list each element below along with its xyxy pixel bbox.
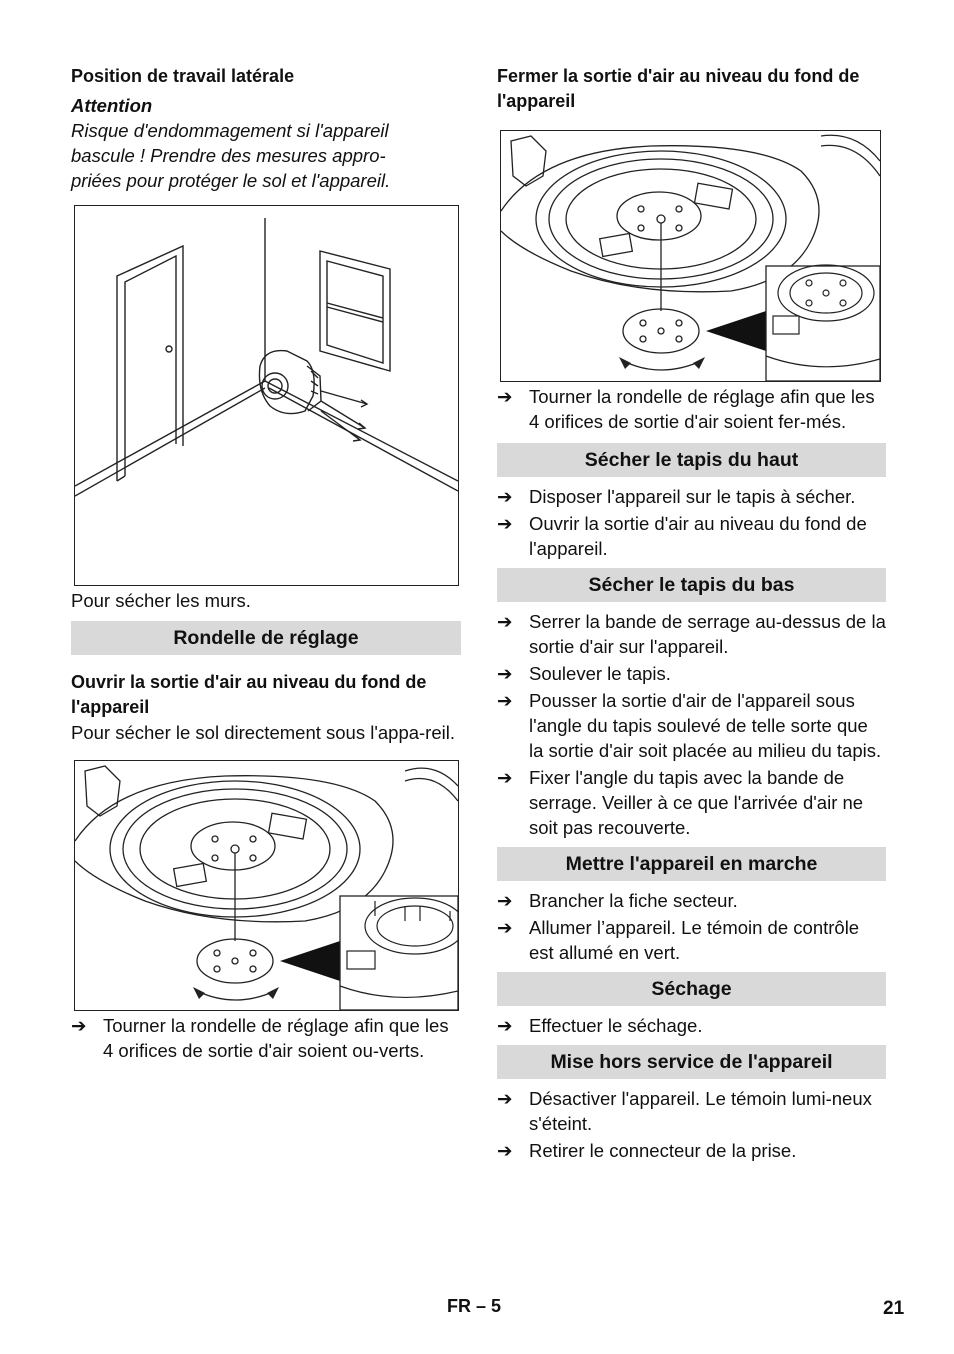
step-text: Disposer l'appareil sur le tapis à séche… — [529, 486, 856, 507]
ouvrir-steps-list: ➔ Tourner la rondelle de réglage afin que… — [71, 1013, 461, 1063]
section-band-rondelle: Rondelle de réglage — [71, 621, 461, 655]
right-arrow-icon: ➔ — [497, 1140, 513, 1161]
sechage-steps: ➔ Effectuer le séchage. — [497, 1013, 886, 1038]
list-item: ➔ Tourner la rondelle de réglage afin que… — [71, 1013, 461, 1063]
list-item: ➔ Brancher la fiche secteur. — [497, 888, 886, 913]
list-item: ➔ Effectuer le séchage. — [497, 1013, 886, 1038]
step-text: Ouvrir la sortie d'air au niveau du fond… — [529, 513, 867, 559]
marche-steps: ➔ Brancher la fiche secteur. ➔ Allumer l’a… — [497, 888, 886, 965]
step-text: Allumer l’appareil. Le témoin de contrôl… — [529, 917, 860, 963]
list-item: ➔ Soulever le tapis. — [497, 661, 886, 686]
step-text: Pousser la sortie d'air de l'appareil so… — [529, 690, 882, 761]
figure-rondelle-closed — [500, 130, 881, 382]
right-arrow-icon: ➔ — [497, 1015, 513, 1036]
right-arrow-icon: ➔ — [497, 486, 513, 507]
right-arrow-icon: ➔ — [497, 690, 513, 711]
left-column: Position de travail latérale Attention R… — [71, 64, 461, 1065]
section-band-sechage: Séchage — [497, 972, 886, 1006]
step-text: Brancher la fiche secteur. — [529, 890, 738, 911]
list-item: ➔ Allumer l’appareil. Le témoin de contrô… — [497, 915, 886, 965]
right-arrow-icon: ➔ — [497, 386, 513, 407]
step-text: Tourner la rondelle de réglage afin que … — [103, 1015, 449, 1061]
list-item: ➔ Disposer l'appareil sur le tapis à séch… — [497, 484, 886, 509]
list-item: ➔ Pousser la sortie d'air de l'appareil s… — [497, 688, 886, 763]
right-arrow-icon: ➔ — [71, 1015, 87, 1036]
list-item: ➔ Désactiver l'appareil. Le témoin lumi-n… — [497, 1086, 886, 1136]
section-band-marche: Mettre l'appareil en marche — [497, 847, 886, 881]
footer-language-page: FR – 5 — [447, 1296, 502, 1316]
list-item: ➔ Retirer le connecteur de la prise. — [497, 1138, 886, 1163]
section-band-tapis-bas: Sécher le tapis du bas — [497, 568, 886, 602]
heading-position-laterale: Position de travail latérale — [71, 66, 295, 86]
step-text: Serrer la bande de serrage au-dessus de … — [529, 611, 886, 657]
right-arrow-icon: ➔ — [497, 663, 513, 684]
attention-label: Attention — [71, 95, 153, 116]
section-band-hors-service: Mise hors service de l'appareil — [497, 1045, 886, 1079]
section-band-tapis-haut: Sécher le tapis du haut — [497, 443, 886, 477]
step-text: Soulever le tapis. — [529, 663, 671, 684]
hors-service-steps: ➔ Désactiver l'appareil. Le témoin lumi-n… — [497, 1086, 886, 1163]
figure-caption-walls: Pour sécher les murs. — [71, 590, 251, 611]
rondelle-open-illustration — [75, 765, 458, 1010]
heading-fermer: Fermer la sortie d'air au niveau du fond… — [497, 66, 860, 111]
ouvrir-text: Pour sécher le sol directement sous l'ap… — [71, 722, 455, 743]
step-text: Retirer le connecteur de la prise. — [529, 1140, 797, 1161]
step-text: Tourner la rondelle de réglage afin que … — [529, 386, 875, 432]
footer-page-number: 21 — [883, 1298, 905, 1319]
list-item: ➔ Tourner la rondelle de réglage afin que… — [497, 384, 886, 434]
list-item: ➔ Serrer la bande de serrage au-dessus de… — [497, 609, 886, 659]
list-item: ➔ Ouvrir la sortie d'air au niveau du fon… — [497, 511, 886, 561]
right-arrow-icon: ➔ — [497, 611, 513, 632]
figure-wall-drying — [74, 205, 459, 586]
heading-ouvrir: Ouvrir la sortie d'air au niveau du fond… — [71, 672, 427, 717]
figure-rondelle-open — [74, 760, 459, 1011]
list-item: ➔ Fixer l'angle du tapis avec la bande de… — [497, 765, 886, 840]
wall-drying-illustration — [75, 218, 458, 497]
right-arrow-icon: ➔ — [497, 513, 513, 534]
step-text: Fixer l'angle du tapis avec la bande de … — [529, 767, 864, 838]
right-arrow-icon: ➔ — [497, 1088, 513, 1109]
tapis-bas-steps: ➔ Serrer la bande de serrage au-dessus de… — [497, 609, 886, 840]
fermer-steps-list: ➔ Tourner la rondelle de réglage afin que… — [497, 384, 886, 434]
step-text: Effectuer le séchage. — [529, 1015, 703, 1036]
step-text: Désactiver l'appareil. Le témoin lumi-ne… — [529, 1088, 872, 1134]
rondelle-closed-illustration — [501, 134, 880, 381]
right-arrow-icon: ➔ — [497, 917, 513, 938]
right-column: Fermer la sortie d'air au niveau du fond… — [497, 64, 886, 1165]
right-arrow-icon: ➔ — [497, 767, 513, 788]
right-arrow-icon: ➔ — [497, 890, 513, 911]
attention-text: Risque d'endommagement si l'appareil bas… — [71, 120, 391, 191]
tapis-haut-steps: ➔ Disposer l'appareil sur le tapis à séch… — [497, 484, 886, 561]
